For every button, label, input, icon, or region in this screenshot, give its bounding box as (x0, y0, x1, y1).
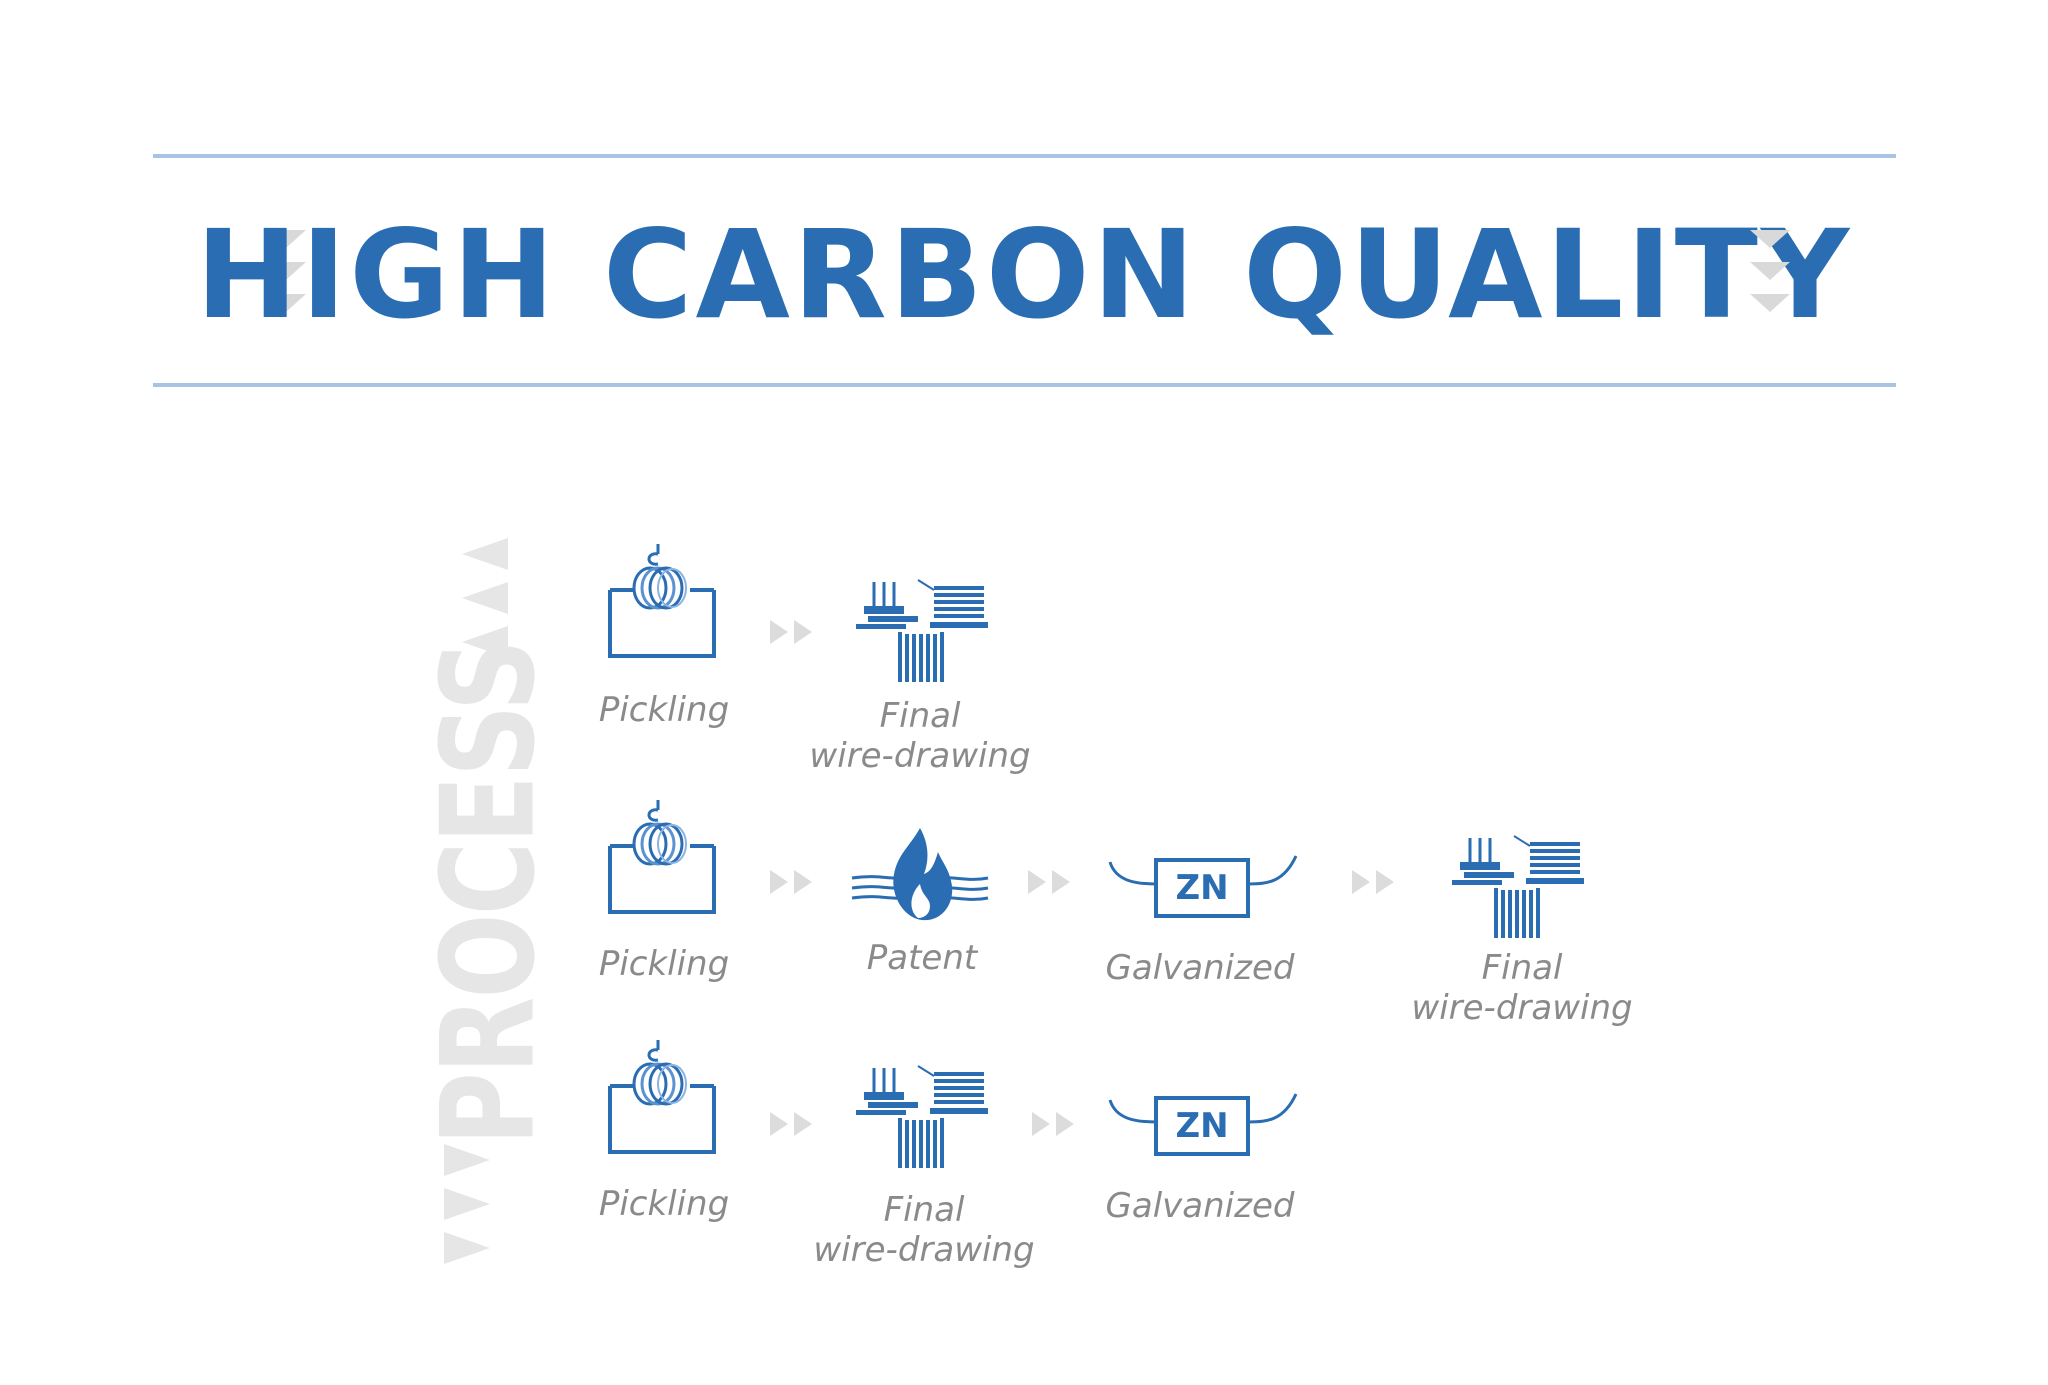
title-right-arrows-icon (1748, 226, 1792, 326)
side-top-arrows-icon (442, 534, 510, 676)
title-left-arrows-icon (264, 226, 308, 326)
zinc-bath-icon: ZN (1108, 852, 1298, 926)
flow-arrow-icon (768, 866, 816, 902)
pickling-icon (606, 796, 718, 920)
flame-icon (850, 826, 990, 930)
step-label: Galvanized (1105, 948, 1295, 988)
header-bottom-rule (153, 383, 1896, 387)
zinc-bath-icon: ZN (1108, 1090, 1298, 1164)
flow-arrow-icon (1026, 866, 1074, 902)
zn-badge: ZN (1175, 1106, 1229, 1146)
step-label: Pickling (598, 690, 730, 730)
side-bottom-arrows-icon (442, 1138, 510, 1276)
wire-drawing-icon (1448, 832, 1588, 946)
step-label: Galvanized (1105, 1186, 1295, 1226)
step-label: Final wire-drawing (813, 1190, 1035, 1270)
step-label: Patent (866, 938, 978, 978)
step-label: Pickling (598, 1184, 730, 1224)
step-label: Pickling (598, 944, 730, 984)
page-title: HIGH CARBON QUALITY (195, 204, 1853, 346)
pickling-icon (606, 1036, 718, 1160)
step-label: Final wire-drawing (809, 696, 1031, 776)
wire-drawing-icon (852, 1062, 992, 1176)
flow-arrow-icon (1030, 1108, 1078, 1144)
step-label: Final wire-drawing (1411, 948, 1633, 1028)
pickling-icon (606, 540, 718, 664)
zn-badge: ZN (1175, 868, 1229, 908)
flow-arrow-icon (1350, 866, 1398, 902)
header-top-rule (153, 154, 1896, 158)
wire-drawing-icon (852, 576, 992, 690)
flow-arrow-icon (768, 616, 816, 652)
flow-arrow-icon (768, 1108, 816, 1144)
